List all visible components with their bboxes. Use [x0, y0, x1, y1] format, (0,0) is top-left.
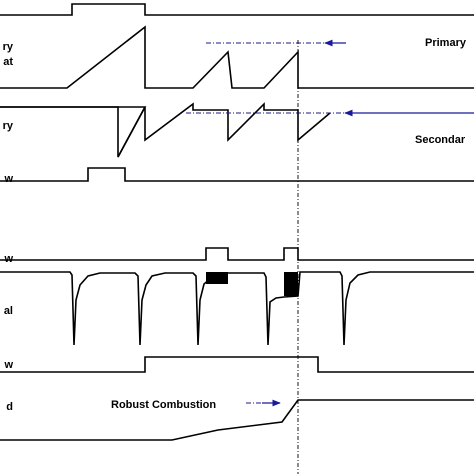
spike-signal-trace	[0, 271, 474, 346]
row4-left-label: w	[3, 253, 13, 265]
row5-left-label: al	[4, 305, 13, 317]
row3-left-label: w	[3, 173, 13, 185]
primary-left-label-top: ry	[3, 41, 14, 53]
secondary-sawtooth-trace	[0, 102, 331, 158]
row3-pulse-trace	[0, 167, 474, 182]
secondary-right-label: Secondar	[415, 134, 466, 146]
spike-block-2	[284, 272, 298, 296]
spike-block-1	[206, 272, 228, 284]
primary-sawtooth-trace	[0, 25, 474, 89]
robust-combustion-label: Robust Combustion	[111, 399, 216, 411]
primary-left-label-bottom: at	[3, 56, 13, 68]
row6-left-label: w	[3, 359, 13, 371]
row6-pulse-trace	[0, 356, 474, 373]
secondary-left-label: ry	[3, 120, 14, 132]
row7-left-label: d	[6, 401, 13, 413]
row4-pulse-trace	[0, 247, 474, 261]
secondary-base-trace	[0, 106, 146, 158]
combustion-trace	[0, 399, 474, 441]
primary-right-label: Primary	[425, 37, 467, 49]
top-pulse-trace	[0, 3, 474, 16]
